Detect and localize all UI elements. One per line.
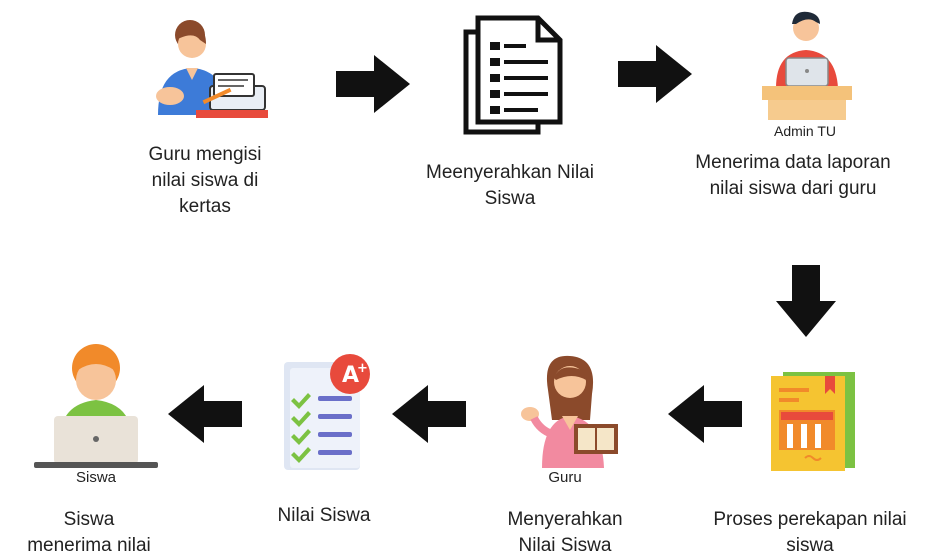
step-caption: Proses perekapan nilai siswa — [713, 509, 907, 556]
step-caption: Siswa menerima nilai — [27, 509, 151, 556]
role-tag: Admin TU — [774, 123, 836, 139]
teacher-writing-icon — [156, 20, 268, 118]
arrow-left-icon — [168, 385, 242, 443]
role-tag: Siswa — [75, 469, 116, 486]
admin-at-desk-icon — [762, 11, 852, 120]
teacher-holding-book-icon — [521, 355, 618, 468]
arrow-right-icon — [336, 55, 410, 113]
report-book-icon — [771, 372, 855, 471]
document-icon — [463, 15, 563, 135]
arrow-down-icon — [776, 265, 836, 337]
arrow-right-icon — [618, 45, 692, 103]
arrow-left-icon — [392, 385, 466, 443]
svg-text:A: A — [342, 363, 359, 388]
step-caption: Meenyerahkan Nilai Siswa — [426, 162, 594, 209]
role-tag: Guru — [548, 469, 582, 486]
arrow-left-icon — [668, 385, 742, 443]
student-laptop-icon — [34, 344, 158, 468]
step-caption: Menerima data laporan nilai siswa dari g… — [695, 152, 891, 199]
grade-checklist-icon: A + — [284, 354, 370, 470]
step-caption: Nilai Siswa — [277, 505, 371, 526]
step-caption: Guru mengisi nilai siswa di kertas — [148, 144, 262, 217]
step-caption: Menyerahkan Nilai Siswa — [507, 509, 623, 556]
svg-text:+: + — [357, 361, 368, 376]
